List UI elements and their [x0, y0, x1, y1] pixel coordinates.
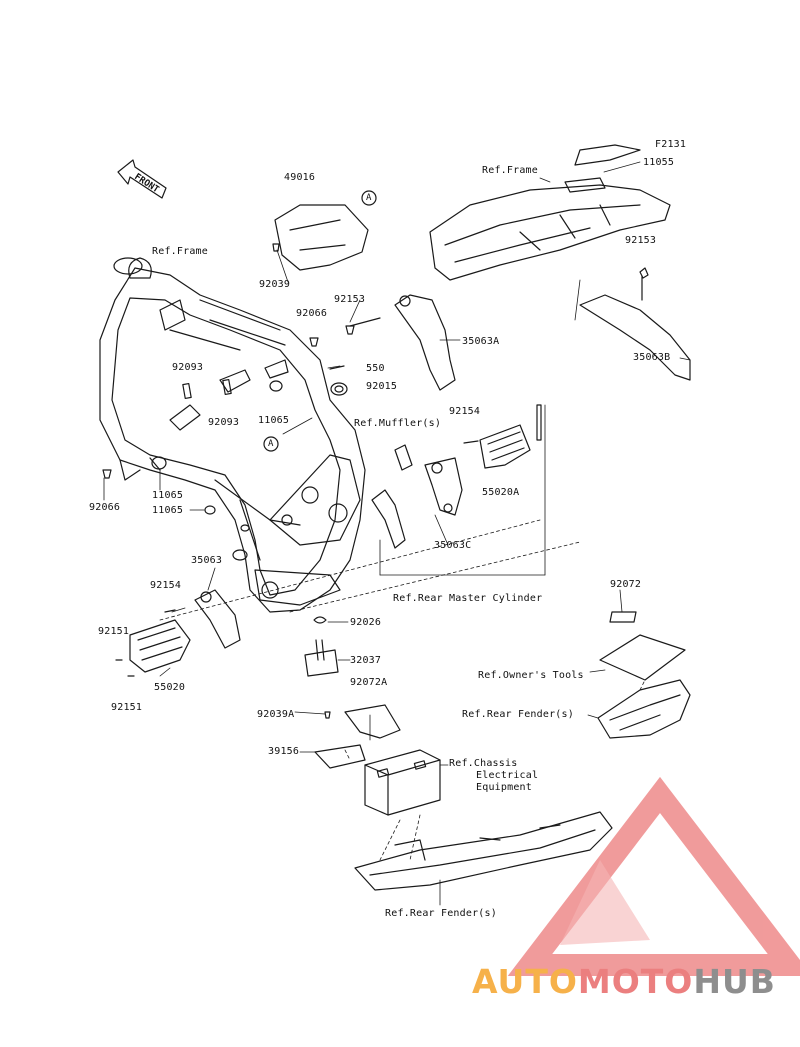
part-11065-b: 11065 — [152, 490, 184, 501]
strap-92072 — [599, 611, 686, 681]
front-arrow-icon: FRONT — [117, 159, 167, 199]
bracket-35063B — [579, 267, 691, 381]
part-35063B: 35063B — [633, 352, 671, 363]
part-92093-a: 92093 — [172, 362, 204, 373]
left-footrest-assembly — [115, 589, 241, 677]
rear-fender-bottom — [354, 811, 613, 891]
part-49016: 49016 — [284, 172, 316, 183]
part-92151-b: 92151 — [111, 702, 143, 713]
watermark-logo-icon — [507, 776, 800, 976]
part-92039: 92039 — [259, 279, 291, 290]
ref-frame-top-label[interactable]: Ref.Frame — [482, 165, 538, 176]
frame-fasteners — [102, 337, 348, 515]
diagram-code: F2131 — [655, 139, 687, 150]
part-55020: 55020 — [154, 682, 186, 693]
part-92072: 92072 — [610, 579, 642, 590]
part-92039A: 92039A — [257, 709, 295, 720]
part-92151-a: 92151 — [98, 626, 130, 637]
ref-rear-fender-right-label[interactable]: Ref.Rear Fender(s) — [462, 709, 574, 720]
leader-lines — [103, 161, 691, 906]
part-35063A: 35063A — [462, 336, 500, 347]
part-92154-right: 92154 — [449, 406, 481, 417]
watermark-part-moto: MOTO — [577, 962, 694, 1001]
callout-a-text: A — [366, 193, 372, 203]
part-55020A: 55020A — [482, 487, 520, 498]
part-92066-top: 92066 — [296, 308, 328, 319]
part-550: 550 — [366, 363, 385, 374]
part-32037: 32037 — [350, 655, 382, 666]
part-92153-right: 92153 — [625, 235, 657, 246]
ref-chassis-label-3[interactable]: Equipment — [476, 782, 532, 793]
battery-holder-92072A — [314, 704, 401, 769]
part-11065-c: 11065 — [152, 505, 184, 516]
ref-muffler-label[interactable]: Ref.Muffler(s) — [354, 418, 442, 429]
part-92093-b: 92093 — [208, 417, 240, 428]
cover-49016 — [272, 204, 369, 271]
main-frame — [99, 257, 366, 613]
callout-a — [263, 190, 377, 452]
part-35063C: 35063C — [434, 540, 472, 551]
ref-rear-fender-bottom-label[interactable]: Ref.Rear Fender(s) — [385, 908, 497, 919]
ref-frame-left-label[interactable]: Ref.Frame — [152, 246, 208, 257]
part-92026: 92026 — [350, 617, 382, 628]
rear-fender-right — [597, 679, 691, 739]
watermark-part-hub: HUB — [693, 962, 776, 1001]
bracket-32037 — [304, 616, 339, 677]
part-39156: 39156 — [268, 746, 300, 757]
part-11065-a: 11065 — [258, 415, 290, 426]
ref-rear-master-cylinder-label[interactable]: Ref.Rear Master Cylinder — [393, 593, 543, 604]
part-92072A: 92072A — [350, 677, 388, 688]
part-92154-left: 92154 — [150, 580, 182, 591]
part-92153-mid: 92153 — [334, 294, 366, 305]
battery — [364, 749, 441, 816]
bracket-35063A — [345, 294, 456, 391]
ref-chassis-label-1[interactable]: Ref.Chassis — [449, 758, 518, 769]
watermark-text: AUTOMOTOHUB — [472, 962, 776, 1001]
part-11055: 11055 — [643, 157, 675, 168]
part-35063: 35063 — [191, 555, 223, 566]
watermark-part-auto: AUTO — [472, 962, 578, 1001]
part-92015: 92015 — [366, 381, 398, 392]
muffler-bracket — [371, 404, 542, 549]
rear-subframe — [429, 144, 671, 281]
ref-chassis-label-2[interactable]: Electrical — [476, 770, 539, 781]
part-92066-left: 92066 — [89, 502, 121, 513]
callout-a-text-2: A — [268, 439, 274, 449]
ref-owners-tools-label[interactable]: Ref.Owner's Tools — [478, 670, 584, 681]
